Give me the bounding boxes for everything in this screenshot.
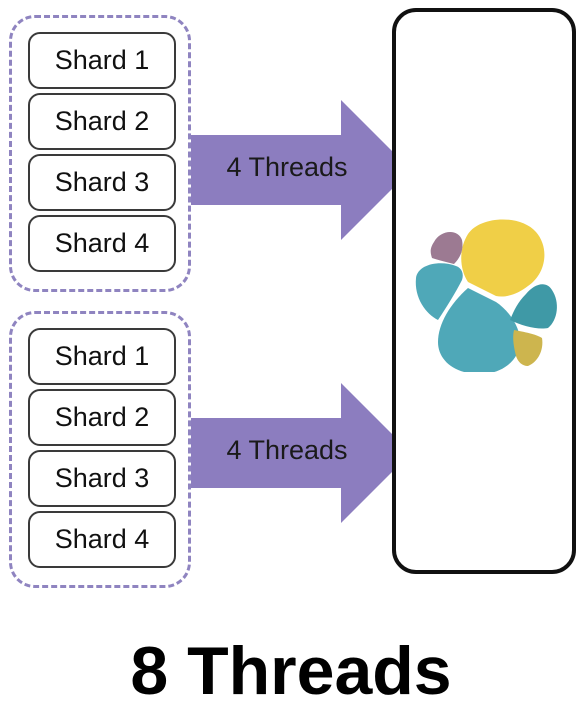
arrow-label: 4 Threads bbox=[226, 152, 348, 182]
shard-list: Shard 1 Shard 2 Shard 3 Shard 4 bbox=[28, 328, 176, 572]
shard-group-1: Shard 1 Shard 2 Shard 3 Shard 4 bbox=[9, 15, 191, 292]
cluster-panel bbox=[392, 8, 576, 574]
right-arrow-icon bbox=[191, 383, 411, 523]
shard-box: Shard 1 bbox=[28, 32, 176, 89]
shard-group-2: Shard 1 Shard 2 Shard 3 Shard 4 bbox=[9, 311, 191, 588]
arrow-label: 4 Threads bbox=[226, 435, 348, 465]
shard-box: Shard 3 bbox=[28, 450, 176, 507]
shard-box: Shard 2 bbox=[28, 389, 176, 446]
shard-box: Shard 4 bbox=[28, 511, 176, 568]
shard-box: Shard 1 bbox=[28, 328, 176, 385]
shard-box: Shard 2 bbox=[28, 93, 176, 150]
total-threads-label: 8 Threads bbox=[130, 633, 452, 709]
right-arrow-icon bbox=[191, 100, 411, 240]
shard-box: Shard 4 bbox=[28, 215, 176, 272]
shard-list: Shard 1 Shard 2 Shard 3 Shard 4 bbox=[28, 32, 176, 276]
elastic-logo-icon bbox=[415, 219, 557, 372]
thread-arrow-1: 4 Threads bbox=[191, 100, 413, 240]
shard-box: Shard 3 bbox=[28, 154, 176, 211]
thread-arrow-2: 4 Threads bbox=[191, 383, 413, 523]
